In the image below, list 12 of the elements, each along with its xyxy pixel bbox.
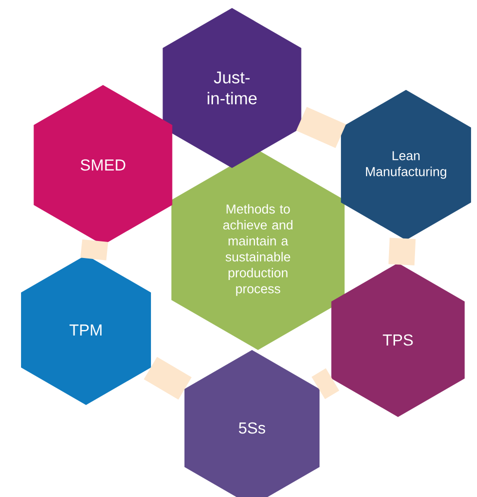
hexagon: Lean Manufacturing [340, 90, 472, 240]
hexagon: TPM [21, 255, 151, 405]
hexagon: TPS [331, 263, 465, 417]
connector-band [296, 106, 346, 148]
connector-band [312, 368, 340, 400]
hexagon: 5Ss [184, 350, 320, 497]
connector-band [388, 238, 416, 266]
hexagon: Just-in-time [162, 8, 302, 168]
hexagon: SMED [34, 85, 172, 245]
connector-band [80, 239, 108, 260]
hexagon: Methods to achieve and maintain a sustainable production process [171, 150, 345, 350]
connector-band [144, 356, 192, 400]
